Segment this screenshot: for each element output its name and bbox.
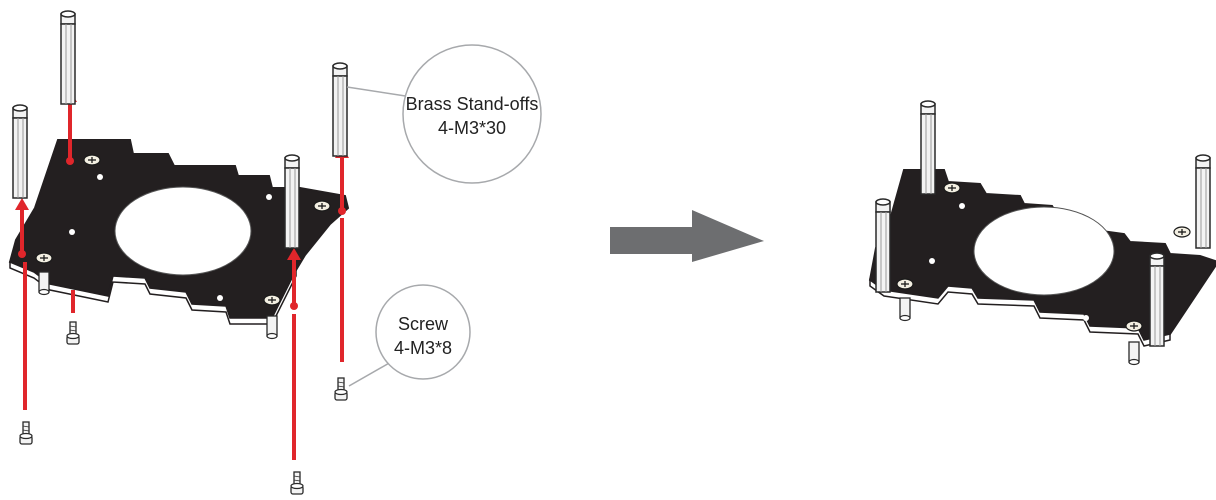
screw-head-icon <box>943 182 961 194</box>
underside-post-icon <box>1128 341 1140 366</box>
standoff-callout-title: Brass Stand-offs <box>406 94 539 114</box>
screw-callout: Screw 4-M3*8 <box>348 284 471 387</box>
standoff-icon <box>332 62 348 157</box>
screw-head-icon <box>83 154 101 166</box>
standoff-icon <box>1149 252 1165 347</box>
standoff-icon <box>920 100 936 195</box>
standoff-icon <box>1195 154 1211 249</box>
plate-hole <box>959 203 965 209</box>
arrowhead-icon <box>287 248 301 260</box>
plate-cutout <box>114 186 252 276</box>
callout-bubble <box>375 284 471 380</box>
standoff-callout: Brass Stand-offs 4-M3*30 <box>346 44 542 184</box>
screw-callout-spec: 4-M3*8 <box>394 338 452 358</box>
underside-post-icon <box>899 297 911 322</box>
plate-hole <box>217 295 223 301</box>
screw-icon <box>334 377 348 401</box>
plate-hole <box>1127 224 1133 230</box>
arrowhead-icon <box>15 198 29 210</box>
right-arrow-icon <box>610 210 764 262</box>
standoff-icon <box>284 154 300 249</box>
screw-head-icon <box>35 252 53 264</box>
screw-icon <box>66 321 80 345</box>
callout-leader <box>348 361 392 387</box>
assembled-view <box>868 100 1216 366</box>
plate-cutout <box>973 206 1115 296</box>
standoff-callout-spec: 4-M3*30 <box>438 118 506 138</box>
plate-edge <box>869 278 1171 347</box>
plate-hole <box>1083 315 1089 321</box>
underside-post-icon <box>266 315 278 340</box>
plate-hole <box>929 258 935 264</box>
standoff-icon <box>60 10 76 105</box>
screw-head-icon <box>896 278 914 290</box>
screw-icon <box>290 471 304 495</box>
standoff-icon <box>12 104 28 199</box>
callout-bubble <box>402 44 542 184</box>
screw-head-icon <box>1173 226 1191 238</box>
plate-hole <box>97 174 103 180</box>
underside-post-icon <box>38 271 50 296</box>
plate-hole <box>266 194 272 200</box>
screw-icon <box>19 421 33 445</box>
plate-hole <box>69 229 75 235</box>
exploded-view <box>8 10 350 495</box>
screw-head-icon <box>1125 320 1143 332</box>
callout-leader <box>346 86 413 98</box>
screw-head-icon <box>263 294 281 306</box>
screw-head-icon <box>313 200 331 212</box>
screw-callout-title: Screw <box>398 314 449 334</box>
standoff-icon <box>875 198 891 293</box>
